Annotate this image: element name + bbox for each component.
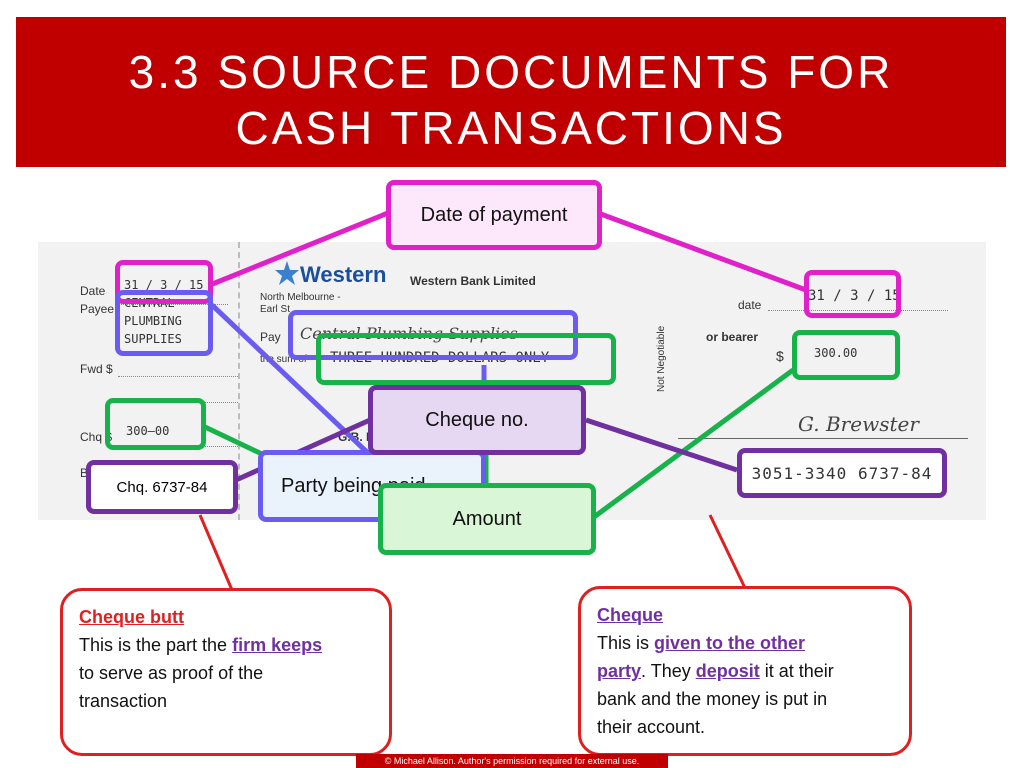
date-highlight bbox=[804, 270, 901, 318]
cheque-butt-line-2: to serve as proof of the bbox=[79, 659, 373, 687]
firm-keeps-link: firm keeps bbox=[232, 635, 322, 655]
cheque-number-highlight: 3051-3340 6737-84 bbox=[737, 448, 947, 498]
cheque-line-3: bank and the money is put in bbox=[597, 685, 893, 713]
given-to-other-link: given to the other bbox=[654, 633, 805, 653]
amount-callout: Amount bbox=[378, 483, 596, 555]
date-connector-left bbox=[210, 213, 388, 285]
cheque-line-4: their account. bbox=[597, 713, 893, 741]
stub-payee-highlight bbox=[115, 290, 213, 356]
cheque-butt-note: Cheque butt This is the part the firm ke… bbox=[60, 588, 392, 756]
butt-note-pointer bbox=[200, 515, 232, 590]
date-connector-right bbox=[598, 213, 806, 290]
stub-cheque-number-label: Chq. 6737-84 bbox=[117, 479, 208, 496]
cheque-heading: Cheque bbox=[597, 601, 893, 629]
cheque-line-2: party. They deposit it at their bbox=[597, 657, 893, 685]
cheque-text-1: This is bbox=[597, 633, 654, 653]
amount-words-highlight bbox=[316, 333, 616, 385]
date-of-payment-label: Date of payment bbox=[421, 204, 568, 227]
cheque-note-pointer bbox=[710, 515, 745, 588]
amount-figures-highlight bbox=[792, 330, 900, 380]
stub-cheque-number-callout: Chq. 6737-84 bbox=[86, 460, 238, 514]
deposit-link: deposit bbox=[696, 661, 760, 681]
copyright-footer: © Michael Allison. Author's permission r… bbox=[356, 754, 668, 768]
cheque-text-2: . They bbox=[641, 661, 696, 681]
party-link: party bbox=[597, 661, 641, 681]
stub-amount-highlight bbox=[105, 398, 206, 450]
cheque-butt-heading: Cheque butt bbox=[79, 603, 373, 631]
cheque-butt-line-3: transaction bbox=[79, 687, 373, 715]
amount-label: Amount bbox=[453, 508, 522, 531]
cheque-line-1: This is given to the other bbox=[597, 629, 893, 657]
cheque-no-callout: Cheque no. bbox=[368, 385, 586, 455]
cheque-no-label: Cheque no. bbox=[425, 409, 528, 432]
cheque-butt-text-1: This is the part the bbox=[79, 635, 232, 655]
cheque-text-3: it at their bbox=[760, 661, 834, 681]
cheque-note: Cheque This is given to the other party.… bbox=[578, 586, 912, 756]
cheque-number-text: 3051-3340 6737-84 bbox=[752, 464, 933, 483]
date-of-payment-callout: Date of payment bbox=[386, 180, 602, 250]
cheque-butt-line-1: This is the part the firm keeps bbox=[79, 631, 373, 659]
